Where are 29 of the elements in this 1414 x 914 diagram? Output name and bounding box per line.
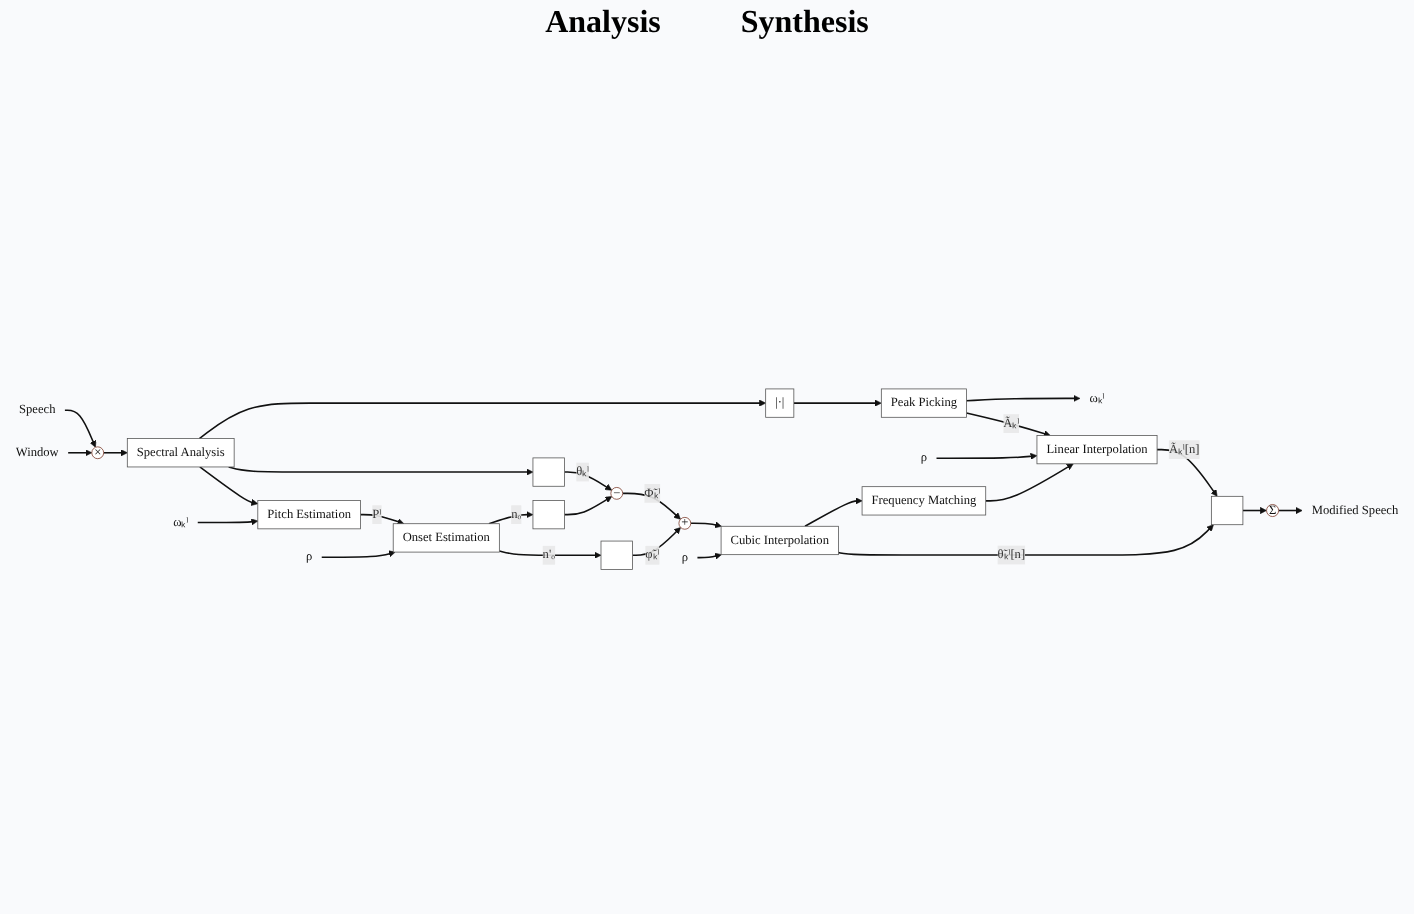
arrow <box>984 463 1074 502</box>
arrow <box>696 552 722 560</box>
arrow <box>965 412 1051 437</box>
arrow <box>198 399 766 440</box>
arrow <box>965 394 1081 402</box>
arrow <box>359 513 405 525</box>
section-heading: Synthesis <box>740 6 869 42</box>
arrow <box>1277 507 1303 514</box>
arrow <box>199 466 259 506</box>
arrow <box>227 466 534 476</box>
node-box <box>1210 495 1244 526</box>
arrow <box>1242 507 1267 514</box>
node-box <box>532 457 565 487</box>
section-heading: Analysis <box>545 6 661 42</box>
arrow <box>102 449 128 457</box>
arrow <box>793 399 882 407</box>
arrow <box>689 521 722 529</box>
arrow <box>320 550 396 558</box>
arrow <box>67 449 93 457</box>
arrow <box>196 518 259 526</box>
node-box <box>532 500 565 530</box>
arrow <box>837 524 1214 556</box>
arrow <box>498 550 602 559</box>
arrow <box>804 497 863 528</box>
node-box <box>600 540 633 570</box>
arrow <box>935 452 1038 460</box>
arrow <box>631 527 681 557</box>
arrow <box>563 496 613 516</box>
arrow <box>64 409 97 448</box>
